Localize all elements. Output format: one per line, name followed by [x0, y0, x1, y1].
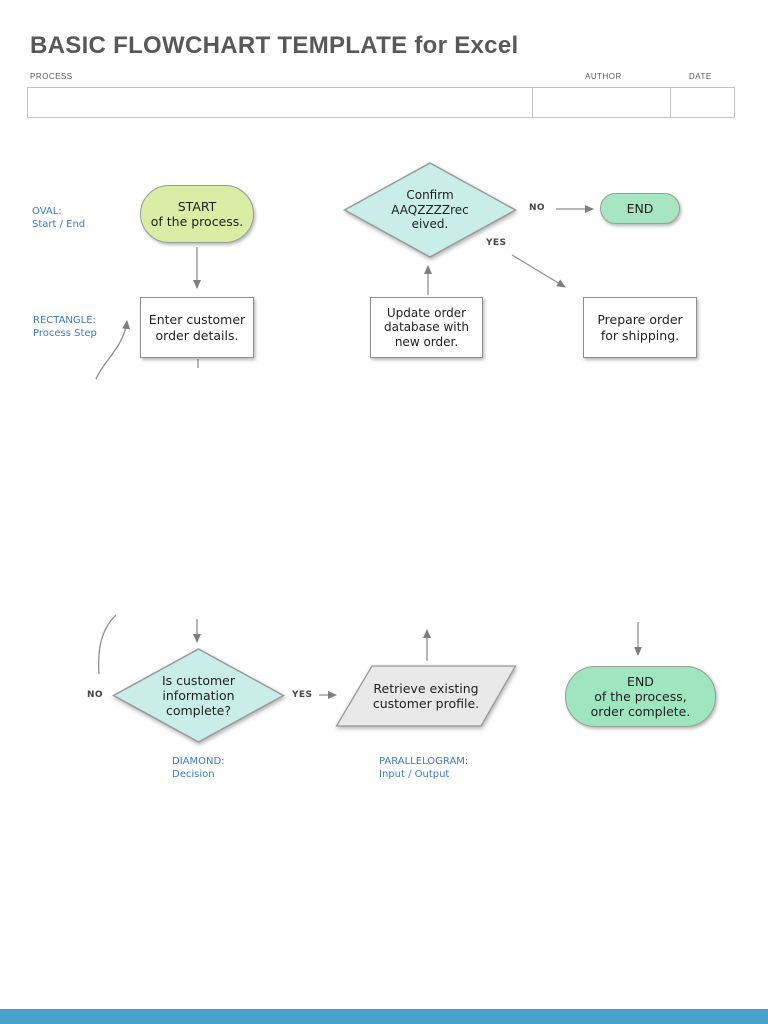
update-rectangle: Update order database with new order. [370, 297, 483, 358]
date-column-label: DATE [689, 72, 712, 81]
decision-diamond-text: Is customer information complete? [161, 672, 236, 719]
page-title: BASIC FLOWCHART TEMPLATE for Excel [30, 32, 519, 59]
end-oval-bottom: END of the process, order complete. [565, 666, 716, 727]
date-cell [670, 88, 734, 117]
confirm-diamond: Confirm AAQZZZZrec eived. [343, 162, 517, 258]
io-parallelogram-text: Retrieve existing customer profile. [372, 680, 480, 711]
bottom-bar [0, 1009, 768, 1024]
yes-label-top: YES [486, 238, 507, 248]
confirm-diamond-text: Confirm AAQZZZZrec eived. [391, 188, 469, 232]
process-cell [28, 88, 532, 117]
header-table [27, 87, 735, 118]
legend-rectangle-label: RECTANGLE: Process Step [33, 315, 97, 340]
io-parallelogram: Retrieve existing customer profile. [335, 665, 517, 727]
arrow-curve-into-enter [95, 320, 131, 380]
arrow-yes-to-prepare [511, 254, 566, 288]
confirm-diamond-shape [343, 162, 517, 258]
author-cell [532, 88, 670, 117]
no-label-bottom: NO [87, 690, 103, 700]
legend-parallelogram-label: PARALLELOGRAM: Input / Output [379, 756, 469, 781]
legend-oval-label: OVAL: Start / End [32, 206, 86, 231]
enter-rectangle: Enter customer order details. [140, 297, 254, 358]
end-oval-top: END [600, 193, 680, 224]
legend-diamond-label: DIAMOND: Decision [172, 756, 225, 781]
process-column-label: PROCESS [30, 72, 73, 81]
no-label-top: NO [529, 203, 545, 213]
start-oval: START of the process. [140, 185, 254, 243]
yes-label-bottom: YES [292, 690, 313, 700]
decision-diamond-shape [112, 648, 285, 743]
io-parallelogram-shape [335, 665, 517, 727]
prepare-rectangle: Prepare order for shipping. [583, 297, 697, 358]
decision-diamond: Is customer information complete? [112, 648, 285, 743]
author-column-label: AUTHOR [585, 72, 622, 81]
